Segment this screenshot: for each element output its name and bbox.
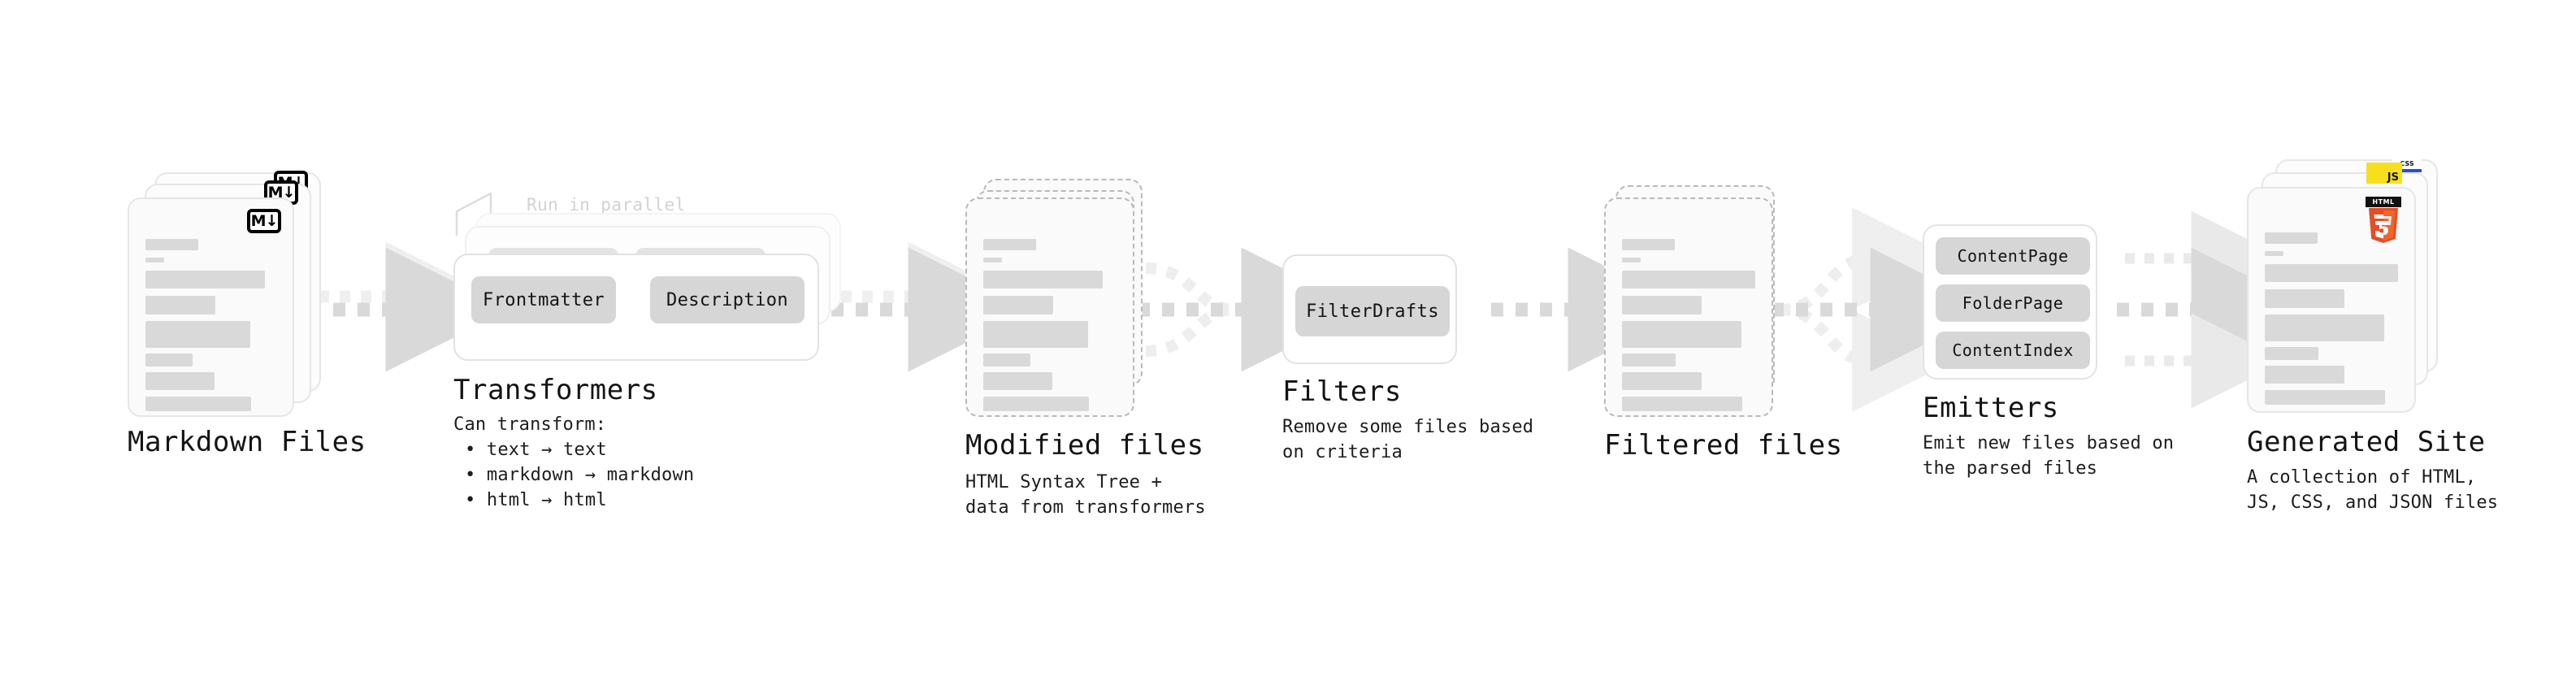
emitter-pill-contentpage[interactable]: ContentPage — [1936, 237, 2090, 275]
connector-transformers-to-modified — [831, 241, 1033, 372]
html5-badge-number: 5 — [2378, 219, 2390, 239]
skeleton-bar — [983, 296, 1053, 314]
skeleton-bar — [1622, 321, 1741, 348]
transformer-bullet-text: text → text — [486, 440, 607, 460]
stage-title-emitters: Emitters — [1923, 392, 2059, 424]
skeleton-bar — [2265, 251, 2283, 256]
transformer-bullet-text: markdown → markdown — [486, 465, 695, 485]
stage-subtitle-generated-site: A collection of HTML, JS, CSS, and JSON … — [2247, 467, 2499, 513]
skeleton-bar — [145, 354, 193, 367]
skeleton-bar — [983, 372, 1052, 390]
skeleton-bar — [145, 397, 251, 411]
filter-pill-filterdrafts[interactable]: FilterDrafts — [1295, 286, 1450, 336]
skeleton-bar — [1622, 296, 1702, 314]
connector-filtered-to-emitters — [1772, 207, 1995, 412]
emitter-pill-folderpage[interactable]: FolderPage — [1936, 284, 2090, 322]
transformer-pill-frontmatter[interactable]: Frontmatter — [471, 276, 616, 323]
stage-title-markdown-files: Markdown Files — [128, 426, 366, 458]
transformer-bullet: • html → html — [465, 490, 607, 510]
skeleton-bar — [1622, 397, 1742, 411]
skeleton-bar — [2265, 264, 2398, 282]
stage-title-filters: Filters — [1282, 375, 1402, 408]
skeleton-bar — [1622, 271, 1755, 288]
skeleton-bar — [2265, 347, 2318, 360]
html5-badge: HTML 5 — [2366, 197, 2401, 243]
js-badge: JS — [2366, 163, 2402, 184]
skeleton-bar — [983, 271, 1103, 288]
skeleton-bar — [983, 239, 1036, 250]
connector-markdown-to-transformers — [309, 241, 510, 372]
transformer-bullet: • text → text — [465, 440, 607, 460]
markdown-card-front: M↓ — [128, 197, 294, 417]
stage-title-modified-files: Modified files — [965, 429, 1204, 462]
skeleton-bar — [145, 239, 198, 250]
skeleton-bar — [145, 271, 265, 288]
skeleton-bar — [145, 321, 250, 348]
transformer-bullet-text: html → html — [486, 490, 607, 510]
skeleton-bar — [983, 397, 1089, 411]
modified-card-front — [965, 197, 1134, 417]
stage-title-filtered-files: Filtered files — [1604, 429, 1843, 462]
skeleton-bar — [983, 258, 1002, 262]
skeleton-bar — [145, 296, 215, 314]
skeleton-bar — [983, 321, 1088, 348]
stage-subtitle-emitters: Emit new files based on the parsed files — [1923, 433, 2175, 479]
stage-title-generated-site: Generated Site — [2247, 426, 2486, 458]
site-card-front-html: HTML 5 — [2247, 187, 2416, 413]
transformer-bullet-list: • text → text • markdown → markdown • ht… — [465, 437, 694, 513]
skeleton-bar — [1622, 239, 1675, 250]
skeleton-bar — [145, 258, 164, 262]
skeleton-bar — [1622, 258, 1641, 262]
emitter-pill-contentindex[interactable]: ContentIndex — [1936, 332, 2090, 369]
skeleton-bar — [2265, 366, 2344, 384]
skeleton-bar — [2265, 390, 2385, 405]
skeleton-bar — [983, 354, 1030, 367]
transformer-bullet: • markdown → markdown — [465, 465, 695, 485]
filtered-card-front — [1604, 197, 1773, 417]
skeleton-bar — [2265, 314, 2384, 341]
stage-title-transformers: Transformers — [453, 374, 658, 406]
stage-subtitle-modified-files: HTML Syntax Tree + data from transformer… — [965, 472, 1206, 518]
transformer-pill-description[interactable]: Description — [650, 276, 804, 323]
stage-filters-box: FilterDrafts — [1282, 254, 1457, 364]
skeleton-bar — [2265, 232, 2318, 244]
connector-emitters-to-site — [2117, 210, 2316, 409]
html5-badge-word: HTML — [2366, 197, 2401, 207]
connector-modified-to-filters — [1138, 247, 1366, 372]
transformer-box-front: Frontmatter Description — [453, 254, 819, 361]
skeleton-bar — [1622, 354, 1676, 367]
skeleton-bar — [1622, 372, 1702, 390]
skeleton-bar — [145, 372, 215, 390]
skeleton-bar — [2265, 289, 2344, 308]
stage-subtitle-transformers: Can transform: — [453, 414, 607, 435]
stage-emitters-box: ContentPage FolderPage ContentIndex — [1923, 224, 2097, 380]
run-in-parallel-label: Run in parallel — [527, 195, 686, 215]
markdown-badge: M↓ — [247, 209, 281, 233]
stage-subtitle-filters: Remove some files based on criteria — [1282, 417, 1534, 462]
